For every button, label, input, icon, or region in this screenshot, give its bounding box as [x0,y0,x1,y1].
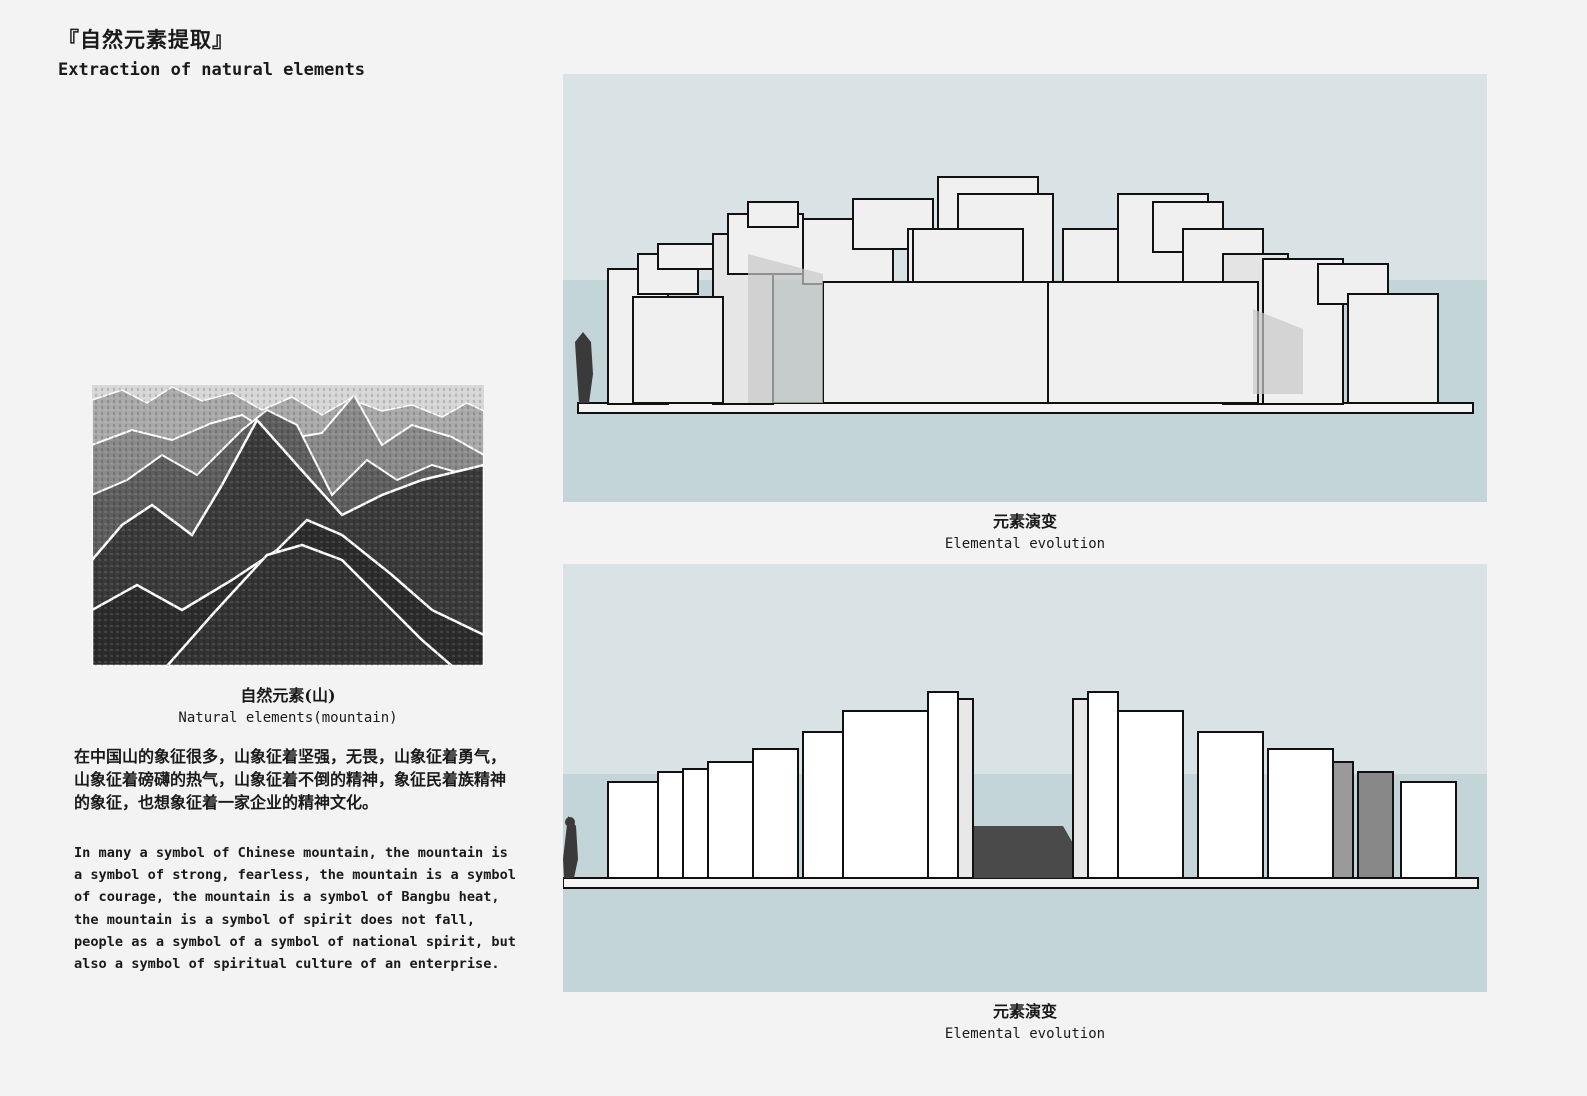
mountain-caption: 自然元素(山) Natural elements(mountain) [92,682,484,726]
elemental-evolution-render-2 [563,564,1487,992]
mountain-caption-en: Natural elements(mountain) [178,710,398,726]
description-cn: 在中国山的象征很多，山象征着坚强，无畏，山象征着勇气，山象征着磅礴的热气，山象征… [74,747,507,812]
scene-2-caption: 元素演变 Elemental evolution [563,998,1487,1042]
scene-2-caption-en: Elemental evolution [944,1026,1106,1042]
elemental-evolution-render-1 [563,74,1487,502]
scene-1-caption-cn: 元素演变 [992,512,1057,531]
page-title-en: Extraction of natural elements [58,60,366,80]
scene-1-caption-en: Elemental evolution [944,536,1106,552]
mountain-illustration [92,385,484,666]
description-en: In many a symbol of Chinese mountain, th… [74,845,516,973]
mountain-caption-cn: 自然元素(山) [240,686,336,705]
page-title-cn: 『自然元素提取』 [58,27,234,52]
scene-1-caption: 元素演变 Elemental evolution [563,508,1487,552]
scene-2-caption-cn: 元素演变 [992,1002,1057,1021]
